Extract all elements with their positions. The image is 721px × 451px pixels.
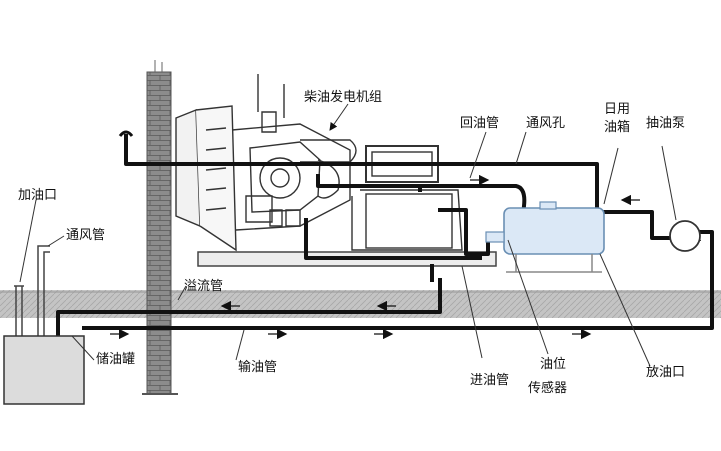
label-level-2: 传感器 xyxy=(528,380,567,396)
vent-pipe-top xyxy=(124,134,599,208)
label-day-tank-1: 日用 xyxy=(604,102,630,117)
fuel-pump xyxy=(669,220,701,252)
leader-lines xyxy=(19,103,677,367)
engine-inlet-pipe xyxy=(304,218,482,260)
filler-pipe xyxy=(14,285,24,336)
label-supply-pipe: 输油管 xyxy=(238,359,277,375)
label-drain: 放油口 xyxy=(646,365,685,380)
label-storage-tank: 储油罐 xyxy=(96,352,135,367)
overflow-pipe xyxy=(56,278,442,336)
label-filler: 加油口 xyxy=(18,188,57,203)
storage-tank xyxy=(3,335,85,405)
label-return-pipe: 回油管 xyxy=(460,116,499,131)
vent-cap xyxy=(118,130,134,137)
supply-pipe xyxy=(82,230,714,330)
label-inlet-pipe: 进油管 xyxy=(470,373,509,388)
label-vent-hole: 通风孔 xyxy=(526,116,565,131)
label-genset: 柴油发电机组 xyxy=(304,89,382,105)
label-overflow: 溢流管 xyxy=(184,279,223,294)
day-tank xyxy=(485,201,605,273)
pump-line xyxy=(602,210,670,240)
vent-pipe-storage xyxy=(37,245,50,336)
return-pipe xyxy=(316,174,527,209)
label-day-tank-2: 油箱 xyxy=(604,119,630,135)
label-pump: 抽油泵 xyxy=(646,116,685,131)
pipework xyxy=(56,134,714,336)
label-vent-pipe: 通风管 xyxy=(66,228,105,243)
label-level-1: 油位 xyxy=(540,357,566,372)
brick-wall xyxy=(142,60,178,395)
